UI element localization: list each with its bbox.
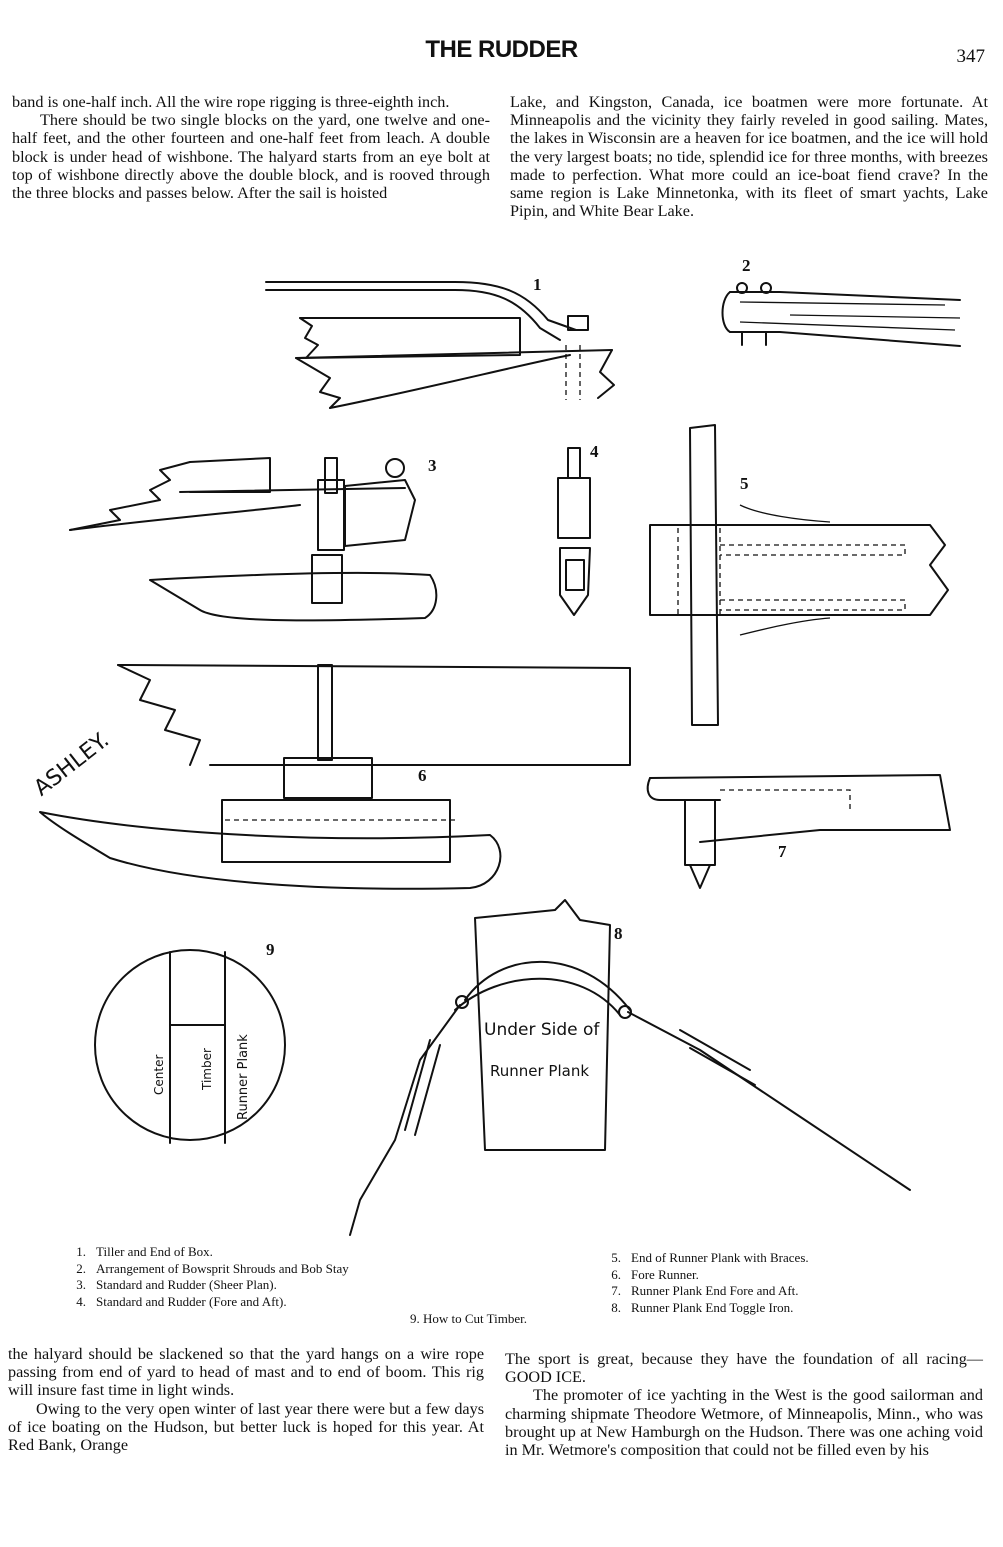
figure-caption-center: 9. How to Cut Timber. bbox=[410, 1311, 528, 1326]
paragraph: band is one-half inch. All the wire rope… bbox=[12, 93, 450, 111]
fig5-runner-plank-drawing bbox=[649, 424, 949, 726]
figure-number: 3 bbox=[428, 456, 437, 475]
text-column-bottom-left: the halyard should be slackened so that … bbox=[8, 1345, 484, 1454]
fig9-label: Timber bbox=[200, 1048, 214, 1090]
figure-number: 7 bbox=[778, 842, 787, 861]
fig7-runner-plank-drawing bbox=[646, 774, 951, 889]
fig8-label: Under Side of bbox=[484, 1020, 600, 1040]
fig9-label: Center bbox=[152, 1054, 166, 1095]
fig4-standard-drawing bbox=[557, 447, 591, 616]
figure-number: 2 bbox=[742, 256, 751, 275]
figure-number: 6 bbox=[418, 766, 427, 785]
figure-number: 5 bbox=[740, 474, 749, 493]
caption-item: 6.Fore Runner. bbox=[611, 1266, 699, 1282]
caption-item: 4.Standard and Rudder (Fore and Aft). bbox=[76, 1293, 287, 1309]
fig9-timber-drawing bbox=[94, 949, 286, 1144]
paragraph: Lake, and Kingston, Canada, ice boatmen … bbox=[510, 93, 988, 221]
fig1-tiller-drawing bbox=[265, 281, 615, 409]
paragraph: Owing to the very open winter of last ye… bbox=[8, 1399, 484, 1455]
fig3-standard-drawing bbox=[69, 457, 438, 622]
text-column-top-right: Lake, and Kingston, Canada, ice boatmen … bbox=[510, 93, 988, 220]
paragraph: The sport is great, because they have th… bbox=[505, 1350, 983, 1387]
paragraph: the halyard should be slackened so that … bbox=[8, 1345, 484, 1400]
caption-item: 2.Arrangement of Bowsprit Shrouds and Bo… bbox=[76, 1260, 349, 1276]
fig6-fore-runner-drawing bbox=[39, 664, 631, 890]
caption-item: 8.Runner Plank End Toggle Iron. bbox=[611, 1299, 794, 1315]
caption-item: 7.Runner Plank End Fore and Aft. bbox=[611, 1283, 799, 1298]
text-column-bottom-right: The sport is great, because they have th… bbox=[505, 1350, 983, 1459]
page-title: THE RUDDER bbox=[425, 36, 578, 63]
figure-captions-left: 1.Tiller and End of Box. 2.Arrangement o… bbox=[60, 1244, 349, 1310]
text-column-top-left: band is one-half inch. All the wire rope… bbox=[12, 93, 490, 202]
caption-item: 5.End of Runner Plank with Braces. bbox=[611, 1250, 809, 1265]
fig8-toggle-drawing bbox=[349, 899, 911, 1236]
caption-item: 3.Standard and Rudder (Sheer Plan). bbox=[76, 1277, 277, 1292]
fig9-label: Runner Plank bbox=[236, 1034, 251, 1120]
fig2-bowsprit-drawing bbox=[721, 282, 961, 347]
artist-signature: ASHLEY. bbox=[29, 727, 115, 802]
figure-captions-right: 5.End of Runner Plank with Braces. 6.For… bbox=[595, 1250, 809, 1316]
figure-number: 9 bbox=[266, 940, 275, 959]
figure-number: 1 bbox=[533, 275, 542, 294]
paragraph: The promoter of ice yachting in the West… bbox=[505, 1386, 983, 1460]
figure-number: 4 bbox=[590, 442, 599, 461]
page-number: 347 bbox=[956, 46, 986, 67]
caption-item: 1.Tiller and End of Box. bbox=[76, 1244, 213, 1259]
fig8-label: Runner Plank bbox=[490, 1062, 590, 1080]
paragraph: There should be two single blocks on the… bbox=[12, 111, 490, 203]
figure-number: 8 bbox=[614, 924, 623, 943]
